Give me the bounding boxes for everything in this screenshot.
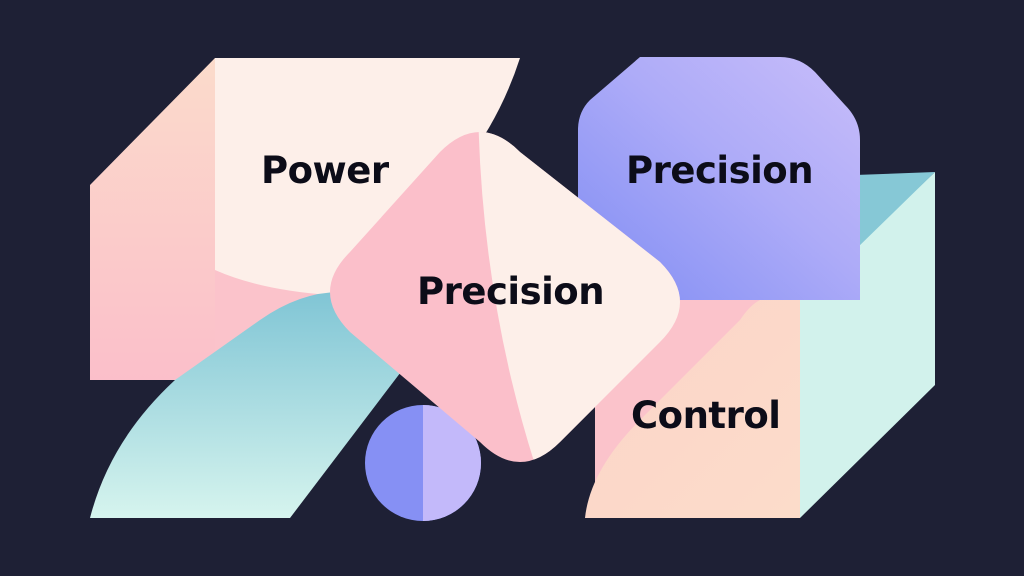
cube-left-side-face xyxy=(90,58,215,380)
teal-swoosh-shape xyxy=(90,292,410,518)
cube-right-top-face xyxy=(855,172,935,250)
label-precision-center: Precision xyxy=(417,270,605,313)
octagon-shape xyxy=(578,57,860,300)
label-precision-octagon: Precision xyxy=(626,149,814,192)
cube-left-front-face xyxy=(215,58,520,295)
split-circle-right-half xyxy=(423,405,481,521)
cube-right-front-face xyxy=(585,300,800,518)
cube-right-side-face xyxy=(800,172,935,518)
label-control: Control xyxy=(631,394,781,437)
label-power: Power xyxy=(261,149,389,192)
